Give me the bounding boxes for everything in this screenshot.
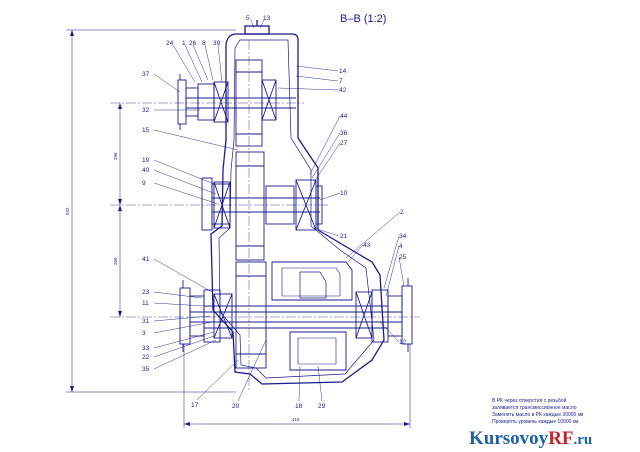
callout-39: 39: [213, 40, 221, 47]
callout-37: 37: [142, 71, 150, 78]
watermark-part-1: Kursovoy: [469, 428, 549, 449]
callout-22: 22: [142, 354, 150, 361]
callout-10: 10: [340, 190, 348, 197]
callout-33: 33: [142, 345, 150, 352]
note-line-1: В РК через отверстия с резьбой: [492, 397, 567, 404]
dim-overall-height: 933: [65, 207, 70, 215]
dim-upper-span: 296: [113, 152, 118, 160]
callout-4: 4: [399, 243, 403, 250]
centerlines: [110, 40, 420, 392]
callout-18: 18: [295, 403, 303, 410]
callout-8: 8: [202, 40, 206, 47]
callout-17: 17: [191, 402, 199, 409]
callout-32: 32: [142, 107, 150, 114]
dimension-arrows: [70, 30, 410, 426]
callout-27: 27: [340, 140, 348, 147]
callout-42: 42: [339, 87, 347, 94]
svg-text:KursovoyRF.ru: KursovoyRF.ru: [469, 428, 592, 449]
callout-9: 9: [142, 180, 146, 187]
callout-36: 36: [340, 130, 348, 137]
callout-40: 40: [142, 167, 150, 174]
callout-labels: 5 13 24 1 26 8 39 14 7 42 37 32 15 44 36…: [142, 15, 407, 410]
watermark-part-3: .ru: [574, 432, 593, 448]
callout-34: 34: [399, 233, 407, 240]
technical-notes: В РК через отверстия с резьбой заливаетс…: [492, 397, 584, 425]
callout-15: 15: [142, 127, 150, 134]
leader-lines: [153, 19, 405, 402]
intermediate-shaft-assembly: [201, 151, 323, 261]
output-shaft-assembly: [179, 261, 413, 371]
callout-19: 19: [142, 157, 150, 164]
callout-11: 11: [142, 300, 149, 307]
watermark-logo: KursovoyRF.ru: [469, 428, 592, 449]
callout-12: 12: [399, 339, 407, 346]
callout-20: 20: [232, 403, 240, 410]
callout-41: 41: [142, 256, 150, 263]
note-line-2: заливается трансмиссионное масло: [492, 405, 577, 411]
input-shaft-assembly: [177, 59, 296, 147]
callout-25: 25: [399, 254, 407, 261]
callout-43: 43: [363, 242, 371, 249]
watermark-part-2: RF: [548, 428, 573, 449]
callout-14: 14: [339, 68, 347, 75]
dim-lower-span: 260: [113, 257, 118, 265]
callout-5: 5: [246, 15, 250, 22]
callout-7: 7: [339, 78, 343, 85]
callout-35: 35: [142, 366, 150, 373]
housing-outline: [210, 20, 385, 385]
note-line-4: Проверять уровень каждые 10000 км: [492, 419, 579, 425]
callout-1: 1: [182, 40, 186, 47]
callout-2: 2: [400, 209, 404, 216]
dimension-lines: [66, 29, 411, 428]
dim-overall-width: 416: [292, 417, 300, 422]
callout-13: 13: [263, 15, 271, 22]
callout-23: 23: [142, 289, 150, 296]
callout-44: 44: [340, 113, 348, 120]
callout-29: 29: [318, 403, 326, 410]
note-line-3: Заменять масло в РК каждые 30000 км: [492, 412, 584, 418]
callout-21: 21: [340, 233, 348, 240]
callout-24: 24: [166, 40, 174, 47]
callout-31: 31: [142, 318, 150, 325]
section-title: В–В (1:2): [340, 13, 386, 25]
callout-26: 26: [189, 40, 197, 47]
callout-3: 3: [142, 330, 146, 337]
